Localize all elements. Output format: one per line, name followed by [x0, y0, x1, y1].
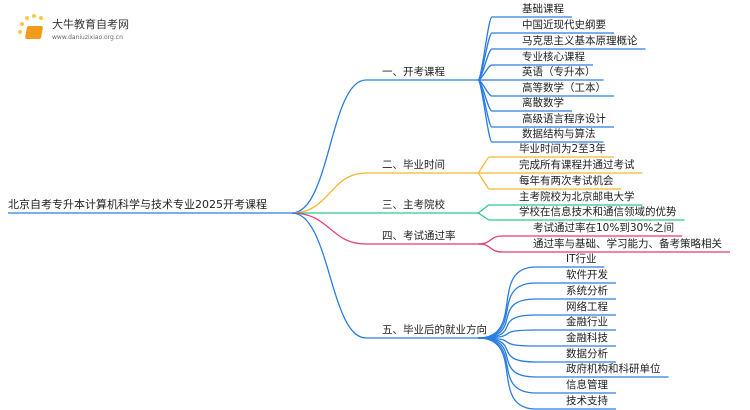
leaf-node[interactable]: 主考院校为北京邮电大学	[519, 191, 635, 203]
leaf-node[interactable]: 完成所有课程并通过考试	[519, 159, 635, 171]
logo-url: www.daniuzixiao.org.cn	[52, 34, 123, 41]
leaf-node[interactable]: 基础课程	[522, 3, 564, 15]
leaf-node[interactable]: 专业核心课程	[522, 51, 585, 63]
leaf-connector	[477, 212, 685, 221]
leaf-connector	[477, 329, 616, 339]
leaf-node[interactable]: 软件开发	[566, 269, 608, 281]
leaf-node[interactable]: 网络工程	[566, 301, 608, 313]
leaf-node[interactable]: 数据分析	[566, 348, 608, 360]
root-node[interactable]: 北京自考专升本计算机科学与技术专业2025开考课程	[8, 198, 267, 211]
leaf-node[interactable]: 毕业时间为2至3年	[519, 143, 606, 155]
leaf-node[interactable]: 技术支持	[566, 395, 608, 407]
leaf-node[interactable]: 高等数学（工本）	[522, 82, 606, 94]
branch-node[interactable]: 五、毕业后的就业方向	[382, 324, 487, 336]
leaf-connector	[477, 172, 622, 190]
logo-name: 大牛教育自考网	[52, 18, 129, 31]
leaf-connector	[477, 314, 616, 339]
leaf-connector	[477, 337, 616, 410]
leaf-connector	[477, 298, 616, 339]
branch-connector	[291, 79, 478, 214]
branch-connector	[291, 212, 478, 339]
branch-connector	[291, 172, 478, 214]
leaf-connector	[477, 266, 605, 339]
leaf-node[interactable]: 政府机构和科研单位	[566, 363, 661, 375]
leaf-connector	[477, 79, 604, 143]
leaf-node[interactable]: 英语（专升本）	[522, 66, 596, 78]
leaf-node[interactable]: 数据结构与算法	[522, 128, 596, 140]
leaf-node[interactable]: 系统分析	[566, 285, 608, 297]
leaf-node[interactable]: 金融行业	[566, 316, 608, 328]
book-icon	[24, 26, 44, 39]
branch-node[interactable]: 一、开考课程	[382, 66, 445, 78]
leaf-node[interactable]: 中国近现代史纲要	[522, 19, 606, 31]
branch-node[interactable]: 四、考试通过率	[382, 230, 456, 242]
branch-node[interactable]: 三、主考院校	[382, 199, 445, 211]
logo: 大牛教育自考网 www.daniuzixiao.org.cn	[18, 14, 148, 48]
branch-node[interactable]: 二、毕业时间	[382, 159, 445, 171]
leaf-node[interactable]: 考试通过率在10%到30%之间	[533, 222, 675, 234]
leaf-node[interactable]: 马克思主义基本原理概论	[522, 35, 638, 47]
leaf-node[interactable]: 学校在信息技术和通信领域的优势	[519, 206, 677, 218]
leaf-node[interactable]: 离散数学	[522, 97, 564, 109]
leaf-connector	[477, 243, 730, 253]
leaf-node[interactable]: 高级语言程序设计	[522, 113, 606, 125]
branch-connector	[291, 212, 478, 245]
leaf-node[interactable]: 通过率与基础、学习能力、备考策略相关	[533, 238, 722, 250]
leaf-node[interactable]: 信息管理	[566, 379, 608, 391]
leaf-node[interactable]: IT行业	[566, 253, 597, 265]
leaf-connector	[477, 282, 616, 339]
leaf-node[interactable]: 每年有两次考试机会	[519, 175, 614, 187]
leaf-node[interactable]: 金融科技	[566, 332, 608, 344]
